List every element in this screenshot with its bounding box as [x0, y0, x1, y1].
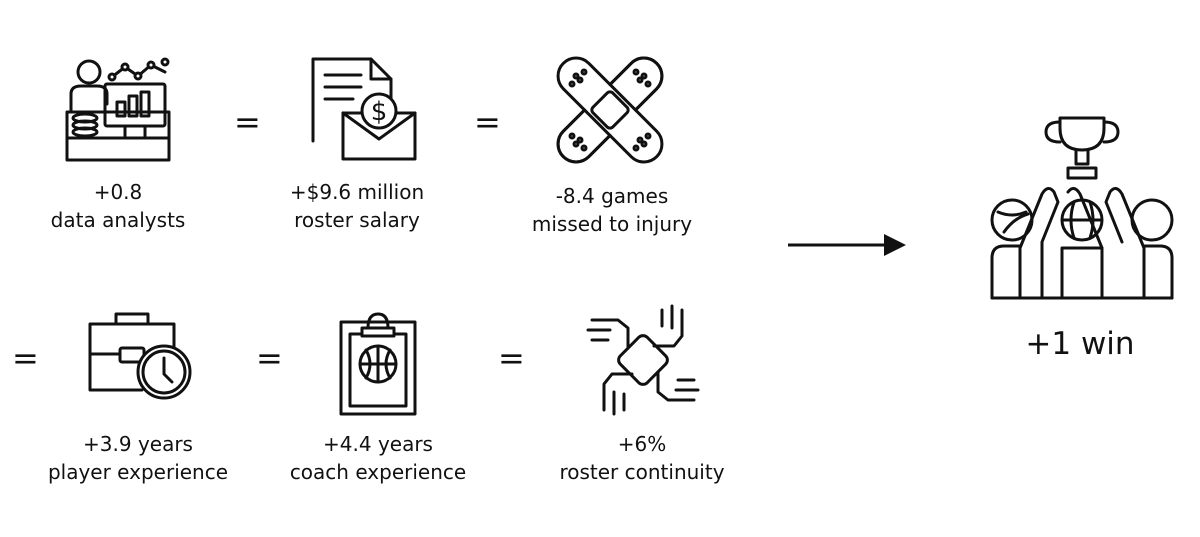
factor-value: +6%	[617, 432, 667, 456]
factor-text: roster salary	[294, 208, 420, 232]
factor-value: +0.8	[93, 180, 143, 204]
equals-sign: =	[498, 339, 525, 377]
team-trophy-icon	[986, 108, 1178, 302]
factor-value: +4.4 years	[323, 432, 433, 456]
data-analyst-icon	[65, 57, 171, 162]
right-arrow-icon	[788, 232, 908, 258]
hands-circle-icon	[584, 302, 702, 418]
factor-text: data analysts	[50, 208, 186, 232]
briefcase-clock-icon	[84, 310, 194, 402]
svg-text:$: $	[371, 97, 388, 127]
equals-sign: =	[474, 103, 501, 141]
factor-text: roster continuity	[559, 460, 725, 484]
factor-label-player-experience: +3.9 years player experience	[38, 430, 238, 486]
result-text: +1 win	[1025, 326, 1135, 362]
factor-text: coach experience	[289, 460, 467, 484]
clipboard-basketball-icon	[338, 310, 418, 416]
factor-label-roster-salary: +$9.6 million roster salary	[266, 178, 448, 234]
salary-envelope-icon: $	[307, 55, 419, 163]
factor-label-data-analysts: +0.8 data analysts	[28, 178, 208, 234]
factor-label-roster-continuity: +6% roster continuity	[542, 430, 742, 486]
factor-label-injury: -8.4 games missed to injury	[512, 182, 712, 238]
factor-value: -8.4 games	[555, 184, 669, 208]
factor-label-coach-experience: +4.4 years coach experience	[278, 430, 478, 486]
equals-sign: =	[12, 339, 39, 377]
factor-value: +3.9 years	[83, 432, 193, 456]
equals-sign: =	[256, 339, 283, 377]
factor-text: missed to injury	[531, 212, 693, 236]
equals-sign: =	[234, 103, 261, 141]
factor-value: +$9.6 million	[289, 180, 425, 204]
bandage-icon	[552, 52, 668, 168]
factor-text: player experience	[47, 460, 229, 484]
